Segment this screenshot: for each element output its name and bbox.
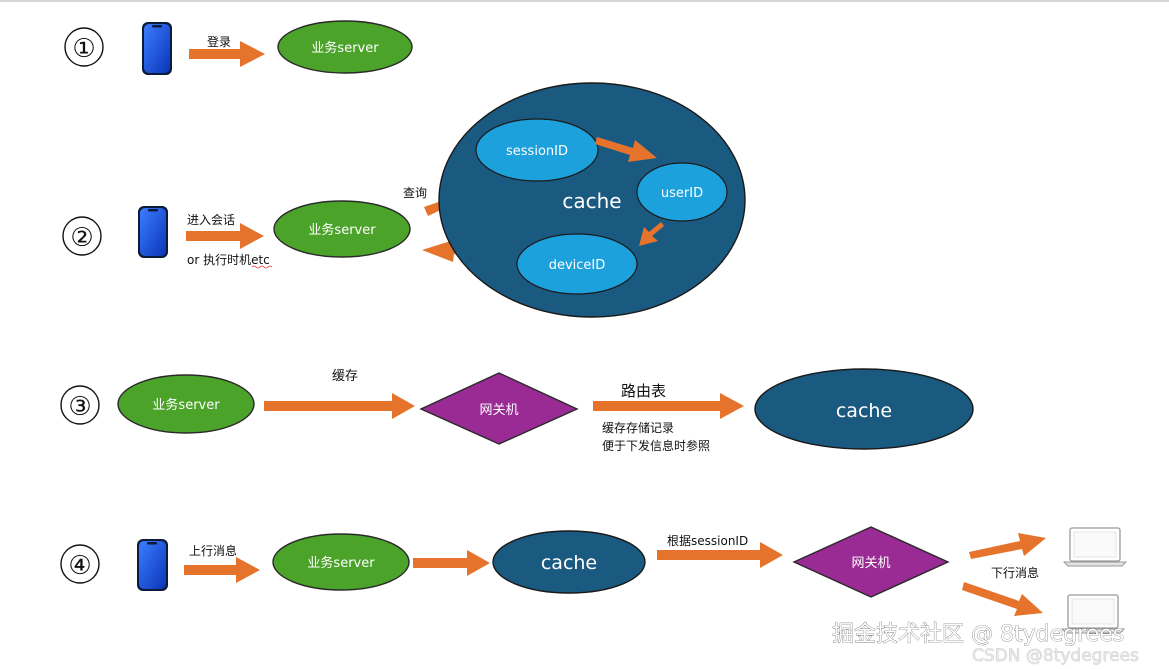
biz-server-label: 业务server: [308, 222, 376, 238]
gateway-label: 网关机: [851, 556, 890, 571]
arrow-down-message-2: [962, 582, 1043, 616]
biz-server-node: [277, 20, 413, 74]
arrow-up-message: [184, 557, 260, 583]
arrow-session-to-user: [595, 137, 657, 162]
spellcheck-underline: [251, 265, 273, 269]
arrow-buffer: [264, 393, 415, 419]
biz-server-node: [273, 200, 411, 258]
biz-server-label: 业务server: [311, 40, 379, 56]
step-3: ③ 业务server 缓存 网关机 路由表 缓存存储记录 便于下发信息时参照 c…: [60, 368, 974, 453]
watermark-juejin: 掘金技术社区 @ 8tydegrees: [832, 622, 1124, 647]
biz-server-label: 业务server: [307, 555, 375, 571]
cache-label: cache: [541, 552, 597, 574]
buffer-label: 缓存: [332, 369, 358, 384]
device-id-label: deviceID: [549, 258, 606, 273]
step-number-2: ②: [70, 223, 93, 253]
step-number-4: ④: [68, 551, 91, 581]
biz-server-node: [117, 374, 255, 434]
cache-store-note-2: 便于下发信息时参照: [602, 438, 710, 453]
enter-session-label: 进入会话: [187, 213, 235, 227]
step-number-circle: [62, 216, 102, 256]
watermark-csdn: CSDN @8tydegrees: [972, 646, 1139, 666]
up-message-label: 上行消息: [189, 543, 237, 558]
by-session-id-label: 根据sessionID: [667, 534, 748, 548]
cache-label: cache: [836, 400, 892, 422]
top-divider: [0, 0, 1169, 2]
login-label: 登录: [207, 34, 231, 49]
biz-server-node: [272, 533, 410, 591]
cache-label: cache: [562, 189, 621, 213]
arrow-route: [593, 393, 744, 419]
gateway-label: 网关机: [479, 403, 518, 418]
arrow-down-message-1: [969, 533, 1046, 559]
session-id-node: [475, 118, 599, 182]
cache-node: [492, 530, 646, 594]
device-id-node: [516, 233, 638, 295]
step-2: ② 进入会话 or 执行时机etc 业务server 查询 cache sess…: [62, 82, 746, 318]
step-number-circle: [60, 385, 100, 425]
step-4: ④ 上行消息 业务server cache 根据sessionID 网关机 下行…: [60, 526, 1128, 634]
user-id-label: userID: [661, 186, 703, 201]
biz-server-label: 业务server: [152, 397, 220, 413]
gateway-node: [419, 372, 579, 445]
step-number-3: ③: [68, 392, 91, 422]
arrow-login: [189, 41, 265, 67]
laptop-icon: [1060, 594, 1126, 634]
phone-icon: [138, 206, 168, 258]
arrow-user-to-device: [639, 222, 664, 246]
phone-icon: [142, 22, 172, 75]
step-number-circle: [64, 27, 104, 67]
session-id-label: sessionID: [506, 144, 568, 159]
route-table-label: 路由表: [621, 382, 666, 400]
laptop-icon: [1062, 527, 1128, 567]
cache-node: [754, 368, 974, 450]
cache-store-note-1: 缓存存储记录: [602, 420, 674, 435]
arrow-enter-session: [186, 223, 264, 249]
step-number-1: ①: [72, 34, 95, 64]
down-message-label: 下行消息: [991, 565, 1039, 580]
step-1: ① 登录 业务server: [64, 20, 413, 75]
user-id-node: [636, 162, 728, 222]
query-label: 查询: [403, 186, 427, 200]
or-exec-label: or 执行时机etc: [187, 253, 270, 267]
arrow-to-cache: [413, 550, 490, 576]
phone-icon: [137, 539, 168, 591]
gateway-node: [792, 526, 950, 598]
arrow-by-session: [657, 542, 783, 568]
step-number-circle: [60, 544, 100, 584]
